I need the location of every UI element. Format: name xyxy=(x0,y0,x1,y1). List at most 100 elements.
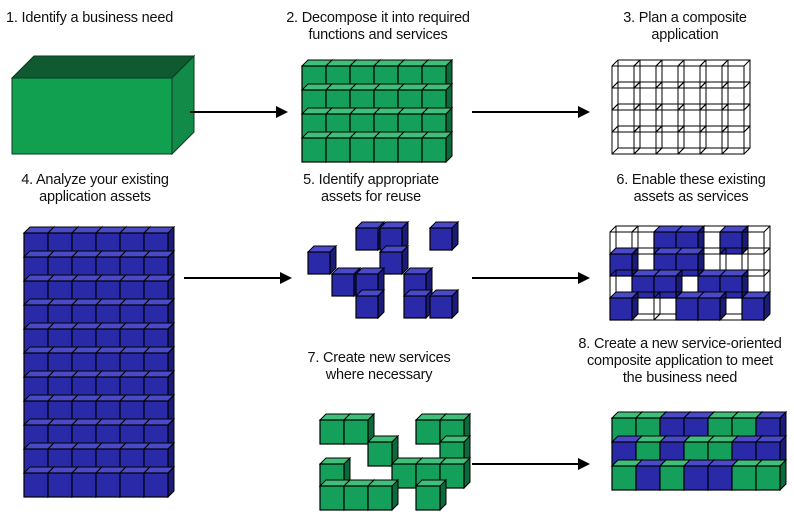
wire-edge xyxy=(612,60,618,66)
cube-side xyxy=(440,480,446,510)
wire-edge xyxy=(744,104,750,110)
wire-edge xyxy=(634,60,640,66)
cube-front xyxy=(610,298,632,320)
wire-edge xyxy=(764,248,770,254)
block-front xyxy=(12,78,172,154)
new-service-cube xyxy=(416,480,446,510)
reuse-cube xyxy=(404,290,432,318)
step-7-label: 7. Create new services where necessary xyxy=(304,350,454,384)
step-4-label: 4. Analyze your existing application ass… xyxy=(10,172,180,206)
cube-front xyxy=(368,486,392,510)
asset-cube xyxy=(144,467,174,497)
arrow-step5-to-6 xyxy=(472,272,590,284)
composite-application-grid xyxy=(612,412,786,490)
cube-front xyxy=(350,138,374,162)
cube-front xyxy=(320,486,344,510)
block-top xyxy=(12,56,194,78)
cube-front xyxy=(416,420,440,444)
cube-front xyxy=(344,420,368,444)
step-3-label: 3. Plan a composite application xyxy=(610,10,760,44)
arrow-head xyxy=(578,458,590,470)
wire-edge xyxy=(632,226,638,232)
step-3-line-2: application xyxy=(610,27,760,44)
step-7-line-1: 7. Create new services xyxy=(304,350,454,367)
wire-edge xyxy=(744,126,750,132)
cube-front xyxy=(430,228,452,250)
cube-front xyxy=(344,486,368,510)
cube-front xyxy=(72,473,96,497)
cube-front xyxy=(96,473,120,497)
arrow-step4-to-5 xyxy=(184,272,292,284)
step-2-line-2: functions and services xyxy=(278,27,478,44)
step-6-line-1: 6. Enable these existing xyxy=(606,172,776,189)
step-2-label: 2. Decompose it into required functions … xyxy=(278,10,478,44)
cube-front xyxy=(144,473,168,497)
arrow-head xyxy=(280,272,292,284)
cube-front xyxy=(732,466,756,490)
wire-edge xyxy=(764,270,770,276)
step-4-line-2: application assets xyxy=(10,189,180,206)
cube-front xyxy=(332,274,354,296)
cube-front xyxy=(24,473,48,497)
existing-assets-block xyxy=(24,227,174,497)
arrow-head xyxy=(578,106,590,118)
step-6-line-2: assets as services xyxy=(606,189,776,206)
arrow-step7-to-8 xyxy=(472,458,590,470)
step-5-label: 5. Identify appropriate assets for reuse xyxy=(296,172,446,206)
cube-front xyxy=(636,466,660,490)
wire-edge xyxy=(700,60,706,66)
cube-front xyxy=(320,420,344,444)
step-8-line-3: the business need xyxy=(570,370,790,387)
step-5-line-1: 5. Identify appropriate xyxy=(296,172,446,189)
cube-front xyxy=(120,473,144,497)
step-7-line-2: where necessary xyxy=(304,367,454,384)
wire-edge xyxy=(678,60,684,66)
cube-side xyxy=(446,132,452,162)
cube-front xyxy=(374,138,398,162)
composite-plan-wireframe xyxy=(612,60,750,154)
cube-front xyxy=(698,298,720,320)
arrow-step2-to-3 xyxy=(472,106,590,118)
step-5-line-2: assets for reuse xyxy=(296,189,446,206)
step-8-label: 8. Create a new service-oriented composi… xyxy=(570,336,790,387)
cube-front xyxy=(368,442,392,466)
reuse-cube xyxy=(356,290,384,318)
wire-edge xyxy=(764,226,770,232)
new-service-cube xyxy=(368,436,398,466)
reusable-assets-cluster xyxy=(308,222,458,318)
decomposed-services-grid xyxy=(302,60,452,162)
new-service-cube xyxy=(368,480,398,510)
reuse-cube xyxy=(308,246,336,274)
cube-front xyxy=(404,296,426,318)
composite-cube xyxy=(756,460,786,490)
wire-edge xyxy=(744,148,750,154)
cube-front xyxy=(356,296,378,318)
wire-edge xyxy=(610,226,616,232)
wire-edge xyxy=(656,60,662,66)
cube-front xyxy=(302,138,326,162)
step-6-label: 6. Enable these existing assets as servi… xyxy=(606,172,776,206)
cube-front xyxy=(742,298,764,320)
business-need-block xyxy=(12,56,194,154)
service-cube xyxy=(422,132,452,162)
arrow-head xyxy=(578,272,590,284)
cube-front xyxy=(612,466,636,490)
cube-front xyxy=(676,298,698,320)
enabled-cube xyxy=(742,292,770,320)
reuse-cube xyxy=(430,290,458,318)
cube-side xyxy=(780,460,786,490)
cube-front xyxy=(398,138,422,162)
wire-edge xyxy=(722,60,728,66)
cube-front xyxy=(684,466,708,490)
cube-side xyxy=(392,480,398,510)
step-1-label: 1. Identify a business need xyxy=(6,10,173,27)
reuse-cube xyxy=(430,222,458,250)
cube-front xyxy=(356,228,378,250)
step-2-line-1: 2. Decompose it into required xyxy=(278,10,478,27)
wire-edge xyxy=(744,82,750,88)
cube-front xyxy=(660,466,684,490)
cube-front xyxy=(416,486,440,510)
step-1-line: 1. Identify a business need xyxy=(6,10,173,27)
cube-front xyxy=(430,296,452,318)
